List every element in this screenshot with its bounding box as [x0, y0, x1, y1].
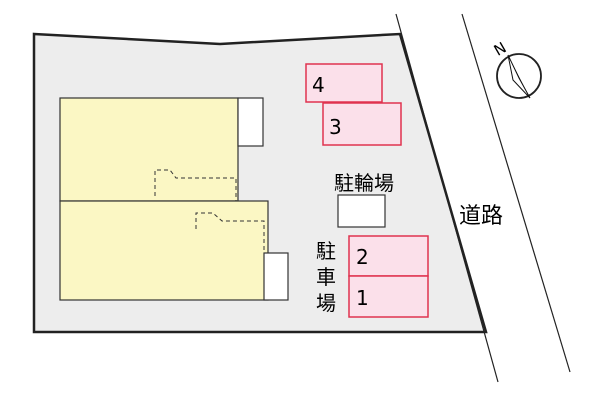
- parking-label-char-3: 場: [316, 291, 336, 315]
- parking-space-3-number: 3: [329, 115, 342, 139]
- parking-label-char-2: 車: [316, 265, 336, 289]
- road-edge-line-right: [461, 13, 571, 373]
- balcony-upper: [237, 97, 264, 147]
- building-upper-block: [59, 97, 239, 202]
- parking-label-char-1: 駐: [316, 239, 336, 263]
- bicycle-parking-box: [337, 194, 386, 228]
- compass-ring: [496, 53, 542, 99]
- interior-partition-dashed: [154, 169, 237, 201]
- parking-space-4[interactable]: [305, 63, 383, 103]
- building: [59, 97, 289, 301]
- bicycle-parking-label: 駐輪場: [334, 171, 394, 195]
- parking-space-4-number: 4: [312, 73, 325, 97]
- building-lower-block: [59, 200, 269, 301]
- compass-needle-light: [507, 54, 531, 99]
- parking-spaces: 4 3 2 1: [305, 63, 429, 318]
- balcony-lower: [263, 252, 289, 301]
- compass-north-label: N: [491, 38, 510, 59]
- parking-space-1-number: 1: [356, 286, 369, 310]
- interior-partition-dashed: [195, 212, 265, 253]
- road-label: 道路: [459, 204, 503, 229]
- road-edge-line-left: [395, 13, 499, 383]
- parking-space-3[interactable]: [322, 102, 402, 146]
- parking-space-2-number: 2: [356, 245, 369, 269]
- parking-space-1[interactable]: [348, 275, 429, 318]
- parking-space-2[interactable]: [348, 235, 429, 277]
- compass-icon: N: [491, 38, 542, 99]
